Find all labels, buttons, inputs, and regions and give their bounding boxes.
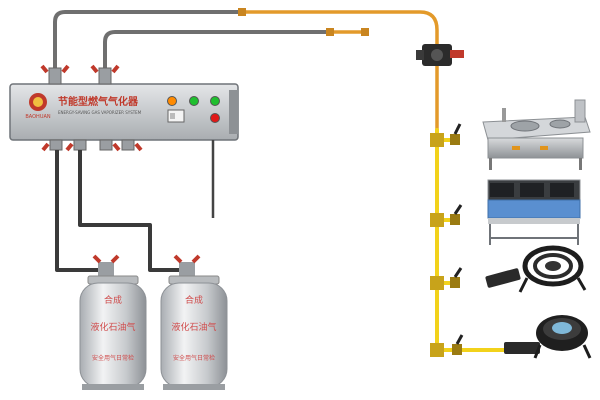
cylinder-label-top: 合成 xyxy=(185,294,203,306)
steel-pipe-lower xyxy=(103,30,332,77)
pressure-regulator xyxy=(416,44,464,66)
indicator-light-green xyxy=(189,96,199,106)
cylinder-hose xyxy=(55,150,102,272)
brand-logo: BAOHUAN xyxy=(25,93,51,120)
yellow-supply-pipe xyxy=(435,128,507,354)
vaporizer-title: 节能型燃气气化器 xyxy=(58,95,139,108)
wok-range-stove xyxy=(482,99,591,170)
hose-fitting xyxy=(326,28,334,36)
ring-burner xyxy=(485,245,587,293)
hose-fitting xyxy=(361,28,369,36)
hose-fitting xyxy=(238,8,246,16)
gas-hose xyxy=(243,10,439,132)
branch-valve xyxy=(430,267,463,290)
lpg-cylinder-1: 合成 液化石油气 安全用气日常检 xyxy=(79,254,147,390)
cylinder-label-bottom: 安全用气日常检 xyxy=(92,354,134,362)
branch-valve xyxy=(430,334,464,357)
brand-text: BAOHUAN xyxy=(25,114,51,120)
cylinder-label-middle: 液化石油气 xyxy=(90,321,135,333)
indicator-light-red xyxy=(210,113,220,123)
cylinder-label-top: 合成 xyxy=(104,294,122,306)
indicator-light-orange xyxy=(167,96,177,106)
vaporizer-top-valves xyxy=(40,64,120,85)
branch-valves xyxy=(430,123,464,357)
vaporizer-bottom-valves xyxy=(41,139,143,152)
gas-vaporizer-unit: BAOHUAN 节能型燃气气化器 ENERGY-SAVING GAS VAPOR… xyxy=(9,83,239,141)
cylinder-label-middle: 液化石油气 xyxy=(171,321,216,333)
cylinder-label-bottom: 安全用气日常检 xyxy=(173,354,215,362)
multi-burner-grill xyxy=(487,179,581,245)
branch-valve xyxy=(430,204,463,227)
cylinder-hoses xyxy=(55,150,183,272)
hose-fittings xyxy=(238,8,369,36)
steel-pipe-upper xyxy=(53,10,247,77)
vaporizer-subtitle: ENERGY-SAVING GAS VAPORIZER SYSTEM xyxy=(58,110,142,115)
single-burner xyxy=(504,315,592,359)
orange-hose-upper xyxy=(243,10,439,47)
branch-valve xyxy=(430,123,462,147)
steel-pipe-network xyxy=(53,10,332,77)
lpg-cylinder-2: 合成 液化石油气 安全用气日常检 xyxy=(160,254,228,390)
cylinder-hose xyxy=(78,150,183,272)
indicator-light-green xyxy=(210,96,220,106)
